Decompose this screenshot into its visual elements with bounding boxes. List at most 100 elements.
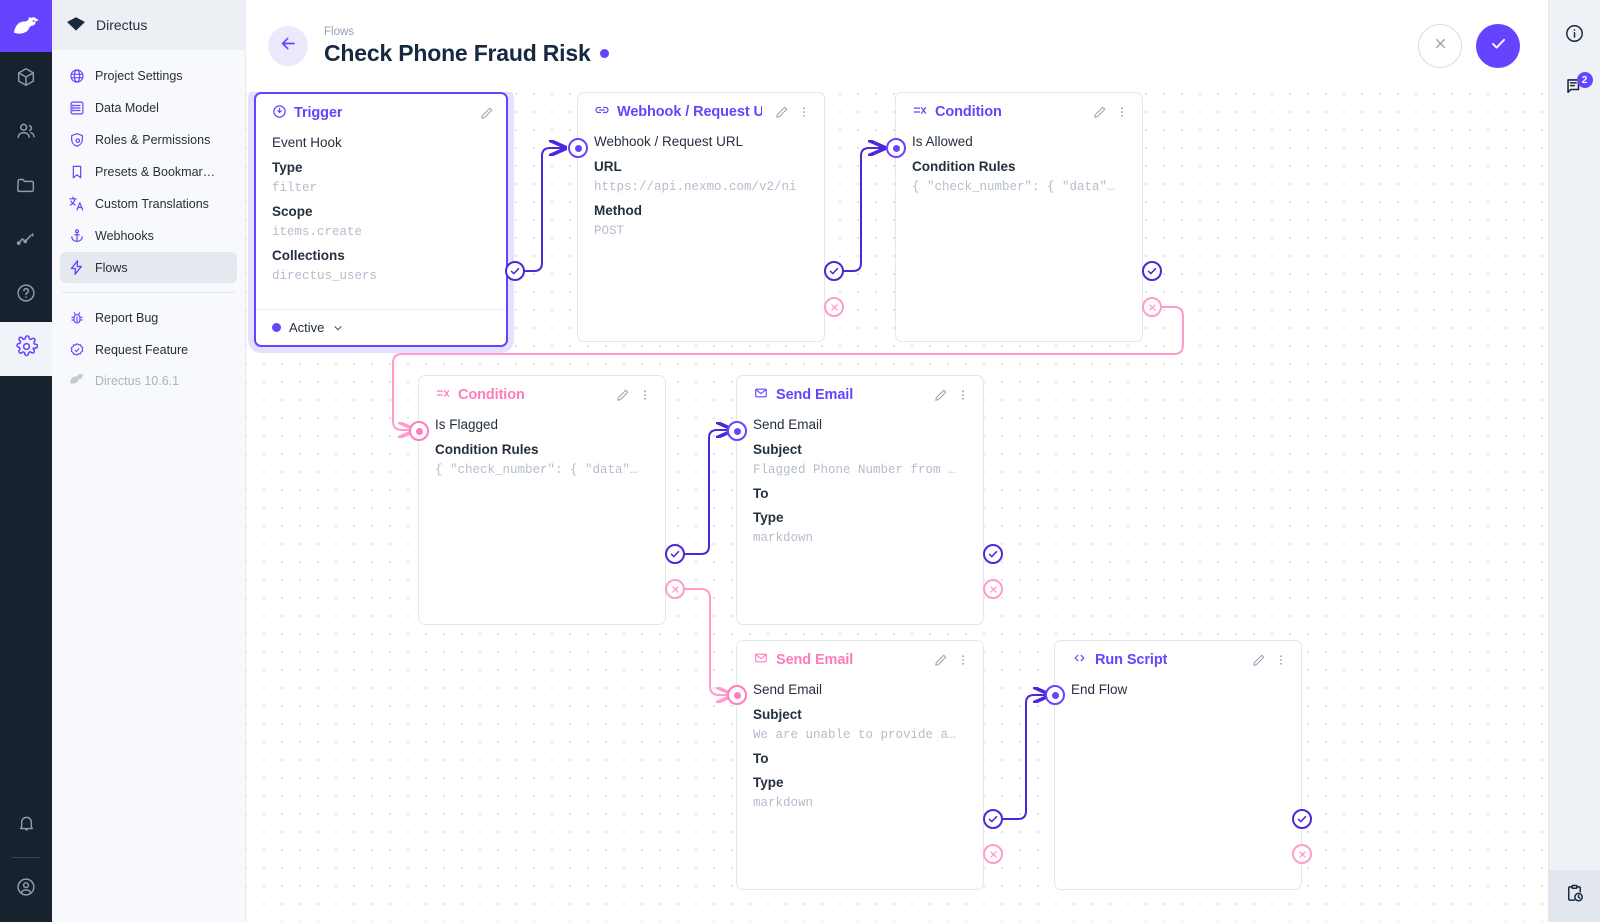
- flow-logs-button[interactable]: 2: [1549, 62, 1600, 114]
- rail-item-account[interactable]: [0, 862, 52, 916]
- port-input-webhook[interactable]: [568, 138, 588, 158]
- more-options-icon[interactable]: [1112, 102, 1132, 122]
- bolt-icon: [68, 259, 85, 276]
- sidebar-item-data-model[interactable]: Data Model: [60, 92, 237, 123]
- more-options-icon[interactable]: [794, 102, 814, 122]
- port-input-send-email-unable[interactable]: [727, 685, 747, 705]
- edit-icon[interactable]: [1089, 102, 1109, 122]
- sidebar-item-label: Webhooks: [95, 228, 154, 243]
- edit-icon[interactable]: [771, 102, 791, 122]
- translate-icon: [68, 195, 85, 212]
- port-resolve-webhook[interactable]: [824, 261, 844, 281]
- field-value: filter: [272, 181, 318, 195]
- version-row: Directus 10.6.1: [52, 365, 245, 396]
- badge-check-icon: [68, 341, 85, 358]
- node-tools: [930, 650, 973, 670]
- sidebar-item-flows[interactable]: Flows: [60, 252, 237, 283]
- sidebar-item-presets-bookmarks[interactable]: Presets & Bookmar…: [60, 156, 237, 187]
- rail-item-notifications[interactable]: [0, 799, 52, 853]
- flow-node-condition-flagged[interactable]: Condition Is Flagged Condition Rules { "…: [418, 375, 666, 625]
- cancel-button[interactable]: [1418, 24, 1462, 68]
- rail-item-settings[interactable]: [0, 322, 52, 376]
- sidebar-item-request-feature[interactable]: Request Feature: [60, 334, 237, 365]
- port-input-condition-flagged[interactable]: [409, 421, 429, 441]
- flow-node-send-email-flagged[interactable]: Send Email Send Email Subject Flagged Ph…: [736, 375, 984, 625]
- activity-log-button[interactable]: [1548, 870, 1600, 922]
- more-options-icon[interactable]: [953, 650, 973, 670]
- port-resolve-condition-allowed[interactable]: [1142, 261, 1162, 281]
- node-body: Is Allowed Condition Rules { "check_numb…: [896, 131, 1142, 209]
- node-type: Send Email: [753, 651, 853, 669]
- edit-icon[interactable]: [930, 385, 950, 405]
- sidebar-item-roles-permissions[interactable]: Roles & Permissions: [60, 124, 237, 155]
- edit-icon[interactable]: [476, 103, 496, 123]
- envelope-icon: [753, 651, 769, 669]
- sidebar-item-project-settings[interactable]: Project Settings: [60, 60, 237, 91]
- chevron-down-icon[interactable]: [332, 322, 344, 334]
- node-tools: [476, 103, 496, 123]
- port-reject-send-email-unable[interactable]: [983, 844, 1003, 864]
- version-label: Directus 10.6.1: [95, 373, 180, 388]
- directus-rabbit-logo[interactable]: [0, 0, 52, 52]
- insights-icon: [15, 228, 37, 255]
- breadcrumb[interactable]: Flows: [324, 26, 355, 38]
- port-reject-condition-flagged[interactable]: [665, 579, 685, 599]
- globe-icon: [68, 67, 85, 84]
- port-reject-run-script[interactable]: [1292, 844, 1312, 864]
- more-options-icon[interactable]: [1271, 650, 1291, 670]
- node-name: Send Email: [753, 417, 823, 432]
- save-button[interactable]: [1476, 24, 1520, 68]
- flow-node-send-email-unable[interactable]: Send Email Send Email Subject We are una…: [736, 640, 984, 890]
- port-resolve-send-email-unable[interactable]: [983, 809, 1003, 829]
- flow-node-run-script[interactable]: Run Script End Flow: [1054, 640, 1302, 890]
- rail-item-users[interactable]: [0, 106, 52, 160]
- sidebar-header[interactable]: Directus: [52, 0, 245, 50]
- sidebar-item-custom-translations[interactable]: Custom Translations: [60, 188, 237, 219]
- rail-item-insights[interactable]: [0, 214, 52, 268]
- node-type-label: Condition: [458, 387, 525, 403]
- module-rail-items: [0, 52, 52, 376]
- sidebar-item-report-bug[interactable]: Report Bug: [60, 302, 237, 333]
- rail-item-files[interactable]: [0, 160, 52, 214]
- page-title: Check Phone Fraud Risk: [324, 40, 591, 66]
- bookmark-icon: [68, 163, 85, 180]
- node-type-label: Send Email: [776, 652, 854, 668]
- node-type: Send Email: [753, 386, 853, 404]
- field-label: To: [753, 751, 769, 766]
- flow-node-condition-allowed[interactable]: Condition Is Allowed Condition Rules { "…: [895, 92, 1143, 342]
- port-resolve-condition-flagged[interactable]: [665, 544, 685, 564]
- sidebar-item-webhooks[interactable]: Webhooks: [60, 220, 237, 251]
- node-tools: [1089, 102, 1132, 122]
- port-input-run-script[interactable]: [1045, 685, 1065, 705]
- field-label: Type: [753, 510, 784, 525]
- rail-item-help[interactable]: [0, 268, 52, 322]
- port-resolve-send-email-flagged[interactable]: [983, 544, 1003, 564]
- bug-icon: [68, 309, 85, 326]
- people-icon: [15, 120, 37, 147]
- port-resolve-run-script[interactable]: [1292, 809, 1312, 829]
- condition-icon: [912, 103, 928, 122]
- node-type: Run Script: [1071, 651, 1167, 669]
- flow-node-trigger[interactable]: Trigger Event Hook Type filter Scope ite…: [254, 92, 508, 347]
- back-button[interactable]: [268, 26, 308, 66]
- info-button[interactable]: [1549, 10, 1600, 62]
- flow-node-webhook[interactable]: Webhook / Request U Webhook / Request UR…: [577, 92, 825, 342]
- port-input-condition-allowed[interactable]: [886, 138, 906, 158]
- edit-icon[interactable]: [930, 650, 950, 670]
- more-options-icon[interactable]: [635, 385, 655, 405]
- edit-icon[interactable]: [1248, 650, 1268, 670]
- field-value: { "check_number": { "data"…: [912, 180, 1115, 194]
- status-label: Active: [289, 320, 325, 335]
- port-resolve-trigger[interactable]: [505, 261, 525, 281]
- node-footer[interactable]: Active: [256, 309, 506, 345]
- edit-icon[interactable]: [612, 385, 632, 405]
- more-options-icon[interactable]: [953, 385, 973, 405]
- rail-item-content[interactable]: [0, 52, 52, 106]
- arrow-left-icon: [279, 34, 298, 58]
- port-reject-webhook[interactable]: [824, 297, 844, 317]
- sidebar-item-label: Roles & Permissions: [95, 132, 211, 147]
- port-input-send-email-flagged[interactable]: [727, 421, 747, 441]
- port-reject-send-email-flagged[interactable]: [983, 579, 1003, 599]
- port-reject-condition-allowed[interactable]: [1142, 297, 1162, 317]
